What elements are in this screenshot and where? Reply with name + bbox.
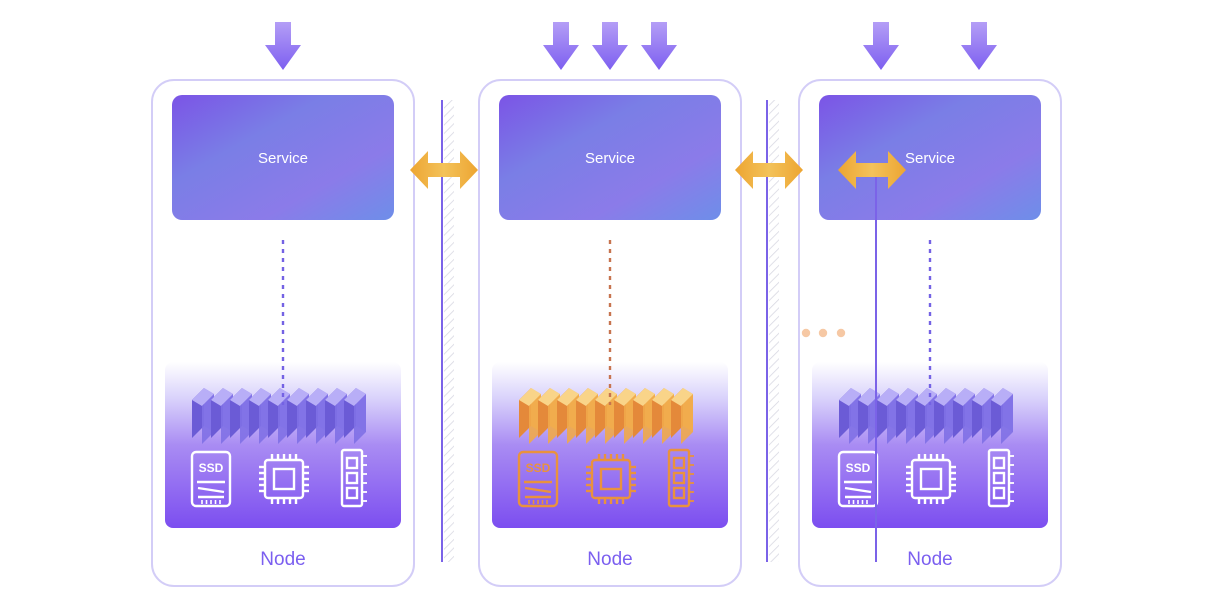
service-label: Service [585,150,635,167]
ssd-icon: SSD [190,450,232,508]
ssd-label: SSD [846,461,871,475]
cpu-chip-icon [906,454,956,504]
ssd-icon: SSD [517,450,559,508]
double-arrow-icon [735,151,803,189]
node-label: Node [587,549,632,570]
ram-module-icon [667,448,694,508]
ssd-icon: SSD [837,450,879,508]
node-label: Node [260,549,305,570]
storage-plates [839,388,1013,444]
service-box: Service [819,95,1041,220]
cpu-chip-icon [259,454,309,504]
ssd-label: SSD [526,461,551,475]
request-arrow-icon [265,22,301,70]
ram-module-icon [987,448,1014,508]
storage-plates [519,388,693,444]
service-label: Service [905,150,955,167]
request-arrow-icon [592,22,628,70]
ram-module-icon [340,448,367,508]
service-label: Service [258,150,308,167]
request-arrow-icon [863,22,899,70]
node-label: Node [907,549,952,570]
ssd-label: SSD [199,461,224,475]
storage-plates [192,388,366,444]
double-arrow-icon [838,151,906,189]
connectors-layer [410,151,906,338]
request-arrow-icon [543,22,579,70]
service-box: Service [499,95,721,220]
cpu-chip-icon [586,454,636,504]
double-arrow-icon [410,151,478,189]
request-arrow-icon [961,22,997,70]
service-box: Service [172,95,394,220]
ellipsis-dots-icon [801,328,846,338]
request-arrow-icon [641,22,677,70]
